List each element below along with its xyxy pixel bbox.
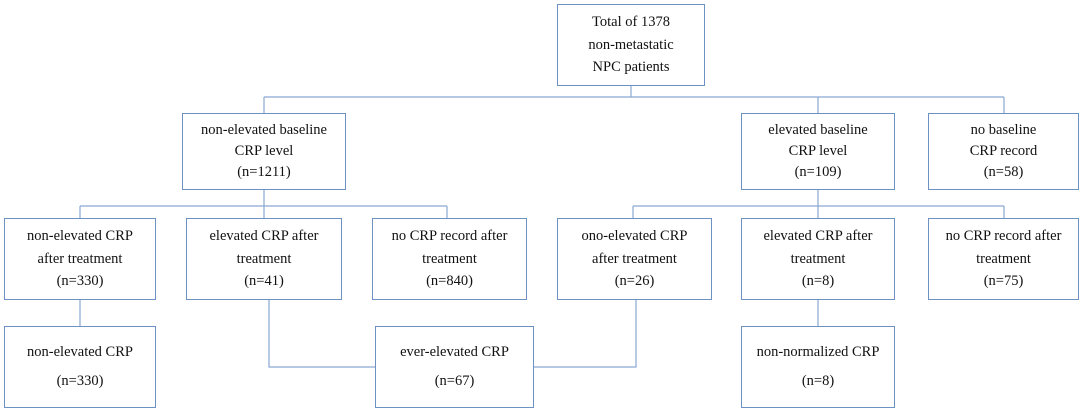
node-text: (n=330) [56,272,104,289]
node-text: elevated baseline [768,122,868,139]
node-text: (n=58) [983,164,1024,181]
node-non-elevated-baseline: non-elevated baseline CRP level (n=1211) [182,113,346,190]
node-elevated-baseline: elevated baseline CRP level (n=109) [741,113,895,190]
connector-ever-elevated-left [268,300,375,368]
node-e-elevated-after: elevated CRP after treatment (n=8) [741,218,895,300]
node-text: no CRP record after [945,228,1062,245]
node-text: (n=8) [801,373,835,390]
node-text: after treatment [37,250,123,267]
node-text: ono-elevated CRP [581,228,688,245]
node-text: (n=67) [434,373,475,390]
node-text: (n=330) [56,373,104,390]
node-text: non-elevated CRP [27,228,133,245]
node-text: no CRP record after [391,228,508,245]
node-text: elevated CRP after [209,228,319,245]
node-text: treatment [236,250,292,267]
node-text: (n=8) [801,272,835,289]
node-text: Total of 1378 [592,14,670,31]
node-text: (n=41) [244,272,284,289]
node-text: non-metastatic [588,36,674,53]
node-text: (n=26) [614,272,655,289]
node-text: no baseline [970,122,1037,139]
node-no-baseline: no baseline CRP record (n=58) [928,113,1079,190]
node-text: (n=840) [426,272,473,289]
node-text: after treatment [592,250,677,267]
node-text: CRP level [234,143,294,160]
node-ne-non-elevated-after: non-elevated CRP after treatment (n=330) [4,218,156,300]
node-final-non-elevated: non-elevated CRP (n=330) [4,326,156,408]
node-text: non-elevated CRP [27,343,133,360]
node-text: non-normalized CRP [756,343,880,360]
node-text: CRP record [969,143,1038,160]
node-text: elevated CRP after [763,228,873,245]
connector-ever-elevated-right [534,300,637,368]
node-final-non-normalized: non-normalized CRP (n=8) [741,326,895,408]
node-text: (n=1211) [237,164,291,181]
node-e-no-record-after: no CRP record after treatment (n=75) [928,218,1079,300]
node-text: treatment [422,250,477,267]
node-text: CRP level [788,143,848,160]
node-final-ever-elevated: ever-elevated CRP (n=67) [375,326,534,408]
node-total-patients: Total of 1378 non-metastatic NPC patient… [557,4,705,86]
node-text: (n=109) [794,164,842,181]
node-text: ever-elevated CRP [400,343,509,360]
node-ne-no-record-after: no CRP record after treatment (n=840) [372,218,527,300]
node-ne-elevated-after: elevated CRP after treatment (n=41) [186,218,342,300]
node-text: NPC patients [592,58,670,75]
node-text: treatment [790,250,846,267]
node-text: treatment [976,250,1031,267]
node-text: non-elevated baseline [200,122,327,139]
node-text: (n=75) [983,272,1024,289]
node-e-non-elevated-after: ono-elevated CRP after treatment (n=26) [557,218,712,300]
